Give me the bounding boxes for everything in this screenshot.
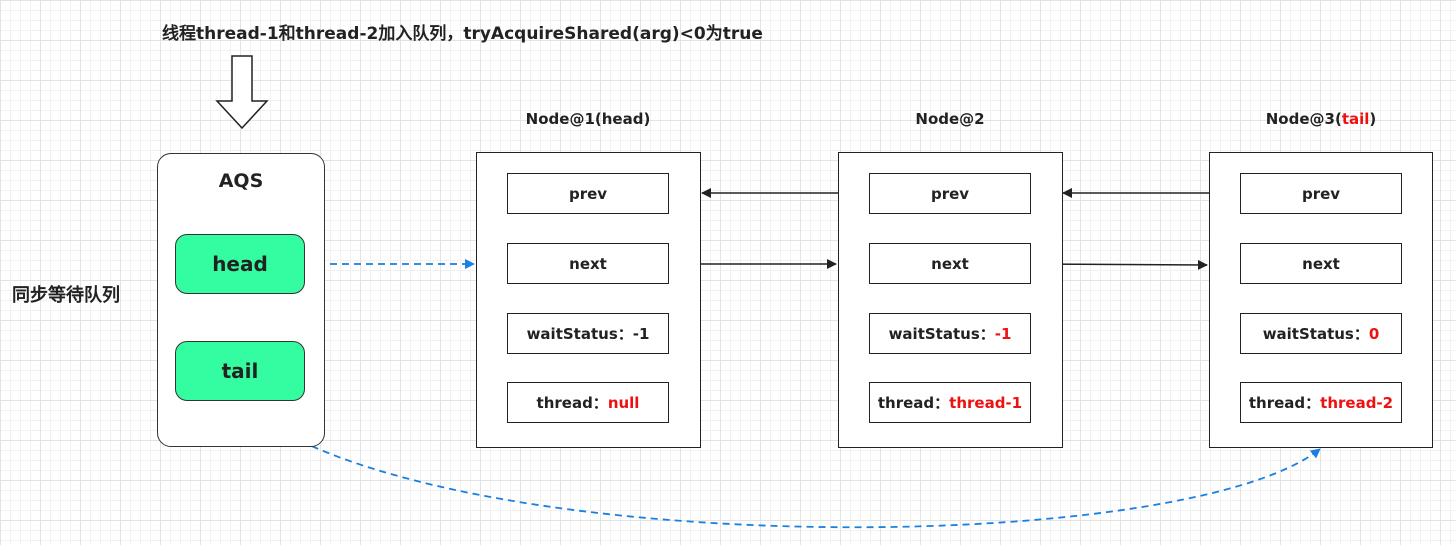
node-title-text: Node@1 <box>525 110 595 128</box>
aqs-head-field: head <box>175 234 305 294</box>
aqs-box: AQS head tail <box>157 153 325 447</box>
node-title-open: ( <box>594 110 602 128</box>
waitstatus-label: waitStatus： <box>888 325 995 343</box>
node-3-thread-field: thread：thread-2 <box>1240 382 1402 423</box>
node-2-prev-field: prev <box>869 173 1031 214</box>
node-title-text: Node@3 <box>1265 110 1335 128</box>
waitstatus-label: waitStatus： <box>1262 325 1369 343</box>
node-1-waitstatus-field: waitStatus：-1 <box>507 313 669 354</box>
thread-value: thread-2 <box>1320 393 1394 412</box>
node-2-next-field: next <box>869 243 1031 284</box>
node-2-thread-field: thread：thread-1 <box>869 382 1031 423</box>
node-title-text: Node@2 <box>915 110 985 128</box>
tail-pointer-arrow <box>239 402 1321 529</box>
thread-label: thread： <box>1248 394 1321 412</box>
node-1-prev-field: prev <box>507 173 669 214</box>
aqs-tail-field: tail <box>175 341 305 401</box>
node-3-prev-field: prev <box>1240 173 1402 214</box>
node-1-next-field: next <box>507 243 669 284</box>
node-title-close: ) <box>643 110 651 128</box>
node-3-box: prev next waitStatus：0 thread：thread-2 <box>1209 152 1433 448</box>
thread-label: thread： <box>877 394 950 412</box>
node-3-waitstatus-field: waitStatus：0 <box>1240 313 1402 354</box>
waitstatus-value: -1 <box>632 324 650 343</box>
node-title-tag: tail <box>1341 110 1370 128</box>
node-3-next-field: next <box>1240 243 1402 284</box>
node-1-title: Node@1(head) <box>478 110 698 128</box>
waitstatus-value: -1 <box>994 324 1012 343</box>
node-title-open: ( <box>1334 110 1342 128</box>
node-title-tag: head <box>601 110 644 128</box>
thread-label: thread： <box>536 394 608 412</box>
thread-value: null <box>607 393 640 412</box>
scenario-caption: 线程thread-1和thread-2加入队列，tryAcquireShared… <box>162 24 763 44</box>
thread-value: thread-1 <box>949 393 1023 412</box>
waitstatus-label: waitStatus： <box>526 325 633 343</box>
queue-label: 同步等待队列 <box>12 285 120 306</box>
node-1-box: prev next waitStatus：-1 thread：null <box>476 152 701 448</box>
node-1-thread-field: thread：null <box>507 382 669 423</box>
down-arrow-icon <box>215 55 269 130</box>
node-2-title: Node@2 <box>840 110 1060 128</box>
node-3-title: Node@3(tail) <box>1211 110 1431 128</box>
aqs-title: AQS <box>218 170 264 192</box>
node-2-waitstatus-field: waitStatus：-1 <box>869 313 1031 354</box>
waitstatus-value: 0 <box>1368 324 1380 343</box>
node-2-box: prev next waitStatus：-1 thread：thread-1 <box>838 152 1063 448</box>
node-title-close: ) <box>1369 110 1377 128</box>
